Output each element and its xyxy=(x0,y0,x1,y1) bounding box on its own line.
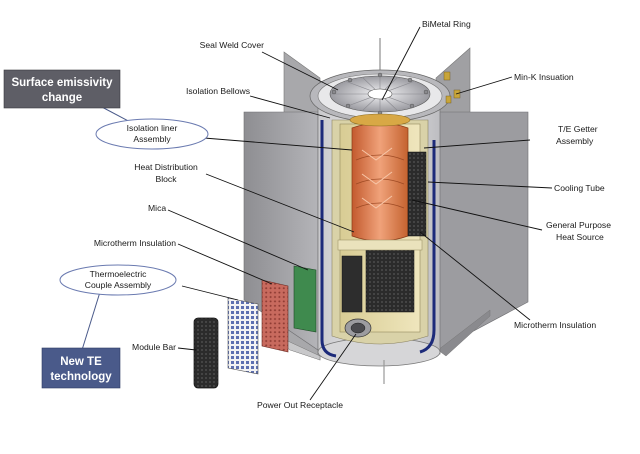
fin-right xyxy=(437,111,529,351)
mica-sheet xyxy=(293,265,317,333)
label-thermoelectric-1: Thermoelectric xyxy=(90,269,148,279)
lid-hub xyxy=(367,88,393,100)
label-isolation-liner-1: Isolation liner xyxy=(127,123,178,133)
te-stack-lower xyxy=(365,247,415,313)
label-te-getter-1: T/E Getter xyxy=(558,124,598,134)
module-bar-part xyxy=(193,317,219,389)
callout-bottom-line1: New TE xyxy=(60,356,102,368)
label-microtherm-right: Microtherm Insulation xyxy=(514,320,596,330)
te-couple-panel xyxy=(227,297,259,375)
label-bimetal-ring: BiMetal Ring xyxy=(422,19,471,29)
te-stack-right xyxy=(407,151,427,237)
label-gphs-2: Heat Source xyxy=(556,232,604,242)
power-receptacle-inner xyxy=(350,322,366,334)
bimetal-ring xyxy=(349,113,411,127)
label-power-out: Power Out Receptacle xyxy=(257,400,343,410)
callout-box-top xyxy=(3,69,121,109)
label-cooling-tube: Cooling Tube xyxy=(554,183,605,193)
label-heat-distribution-2: Block xyxy=(155,174,177,184)
label-module-bar: Module Bar xyxy=(132,342,176,352)
label-isolation-bellows: Isolation Bellows xyxy=(186,86,250,96)
cooling-tube-right xyxy=(419,140,436,354)
heat-source-chevrons xyxy=(361,147,393,209)
oval-isolation-liner-shape xyxy=(95,118,209,150)
label-seal-weld-cover: Seal Weld Cover xyxy=(200,40,264,50)
callout-connector-bottom xyxy=(81,291,101,351)
label-thermoelectric-2: Couple Assembly xyxy=(85,280,152,290)
label-isolation-liner-2: Assembly xyxy=(133,134,171,144)
label-gphs-1: General Purpose xyxy=(546,220,611,230)
microtherm-panel xyxy=(261,279,289,353)
lid-bolts xyxy=(331,72,429,116)
callout-bottom-line2: technology xyxy=(50,371,112,383)
te-stack-lower-left xyxy=(341,255,363,313)
microtherm-band xyxy=(337,239,423,251)
fin-bottom-right xyxy=(437,309,491,357)
heat-source-segments xyxy=(355,154,405,209)
callout-top-line2: change xyxy=(42,92,82,104)
callout-surface-emissivity: Surface emissivity change xyxy=(3,69,121,109)
label-microtherm-left: Microtherm Insulation xyxy=(94,238,176,248)
exploded-parts xyxy=(193,265,317,389)
oval-thermoelectric: Thermoelectric Couple Assembly xyxy=(59,264,177,296)
label-te-getter-2: Assembly xyxy=(556,136,594,146)
cooling-tube-left xyxy=(320,120,337,358)
label-mica: Mica xyxy=(148,203,166,213)
label-min-k: Min-K Insuation xyxy=(514,72,574,82)
callout-new-te: New TE technology xyxy=(41,347,121,389)
callout-top-line1: Surface emissivity xyxy=(11,77,113,89)
oval-thermoelectric-shape xyxy=(59,264,177,296)
callout-box-bottom xyxy=(41,347,121,389)
oval-isolation-liner: Isolation liner Assembly xyxy=(95,118,209,150)
label-heat-distribution-1: Heat Distribution xyxy=(134,162,198,172)
